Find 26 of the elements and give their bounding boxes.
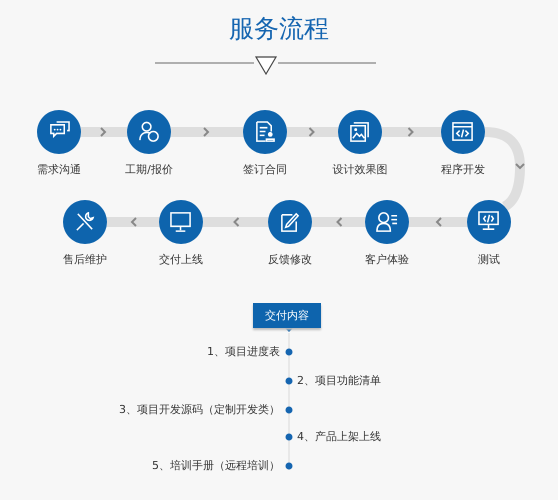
step-label: 工期/报价 bbox=[124, 162, 174, 177]
list-item: 2、项目功能清单 bbox=[297, 373, 381, 388]
step-label: 反馈修改 bbox=[267, 252, 313, 267]
step-label: 设计效果图 bbox=[332, 162, 388, 177]
flow-arrow bbox=[171, 127, 243, 137]
step-label: 测试 bbox=[477, 252, 501, 267]
flow-arrow bbox=[107, 217, 159, 227]
list-item: 3、项目开发源码（定制开发类） bbox=[119, 402, 280, 417]
step-label: 程序开发 bbox=[440, 162, 486, 177]
flow-arrow bbox=[287, 127, 338, 137]
step-label: 客户体验 bbox=[364, 252, 410, 267]
flow-arrow bbox=[409, 217, 467, 227]
flow-arrow bbox=[382, 127, 441, 137]
flow-arrow bbox=[81, 127, 127, 137]
list-item: 4、产品上架上线 bbox=[297, 429, 381, 444]
step-label: 签订合同 bbox=[242, 162, 288, 177]
title: 服务流程 bbox=[228, 13, 330, 45]
list-item: 5、培训手册（远程培训） bbox=[152, 458, 280, 473]
flow-arrow bbox=[203, 217, 268, 227]
flow-arrow bbox=[312, 217, 365, 227]
flow-arrow bbox=[484, 127, 525, 211]
step-label: 售后维护 bbox=[62, 252, 108, 267]
section-tab: 交付内容 bbox=[253, 303, 321, 328]
list-item: 1、项目进度表 bbox=[207, 344, 280, 359]
step-label: 需求沟通 bbox=[36, 162, 82, 177]
step-label: 交付上线 bbox=[158, 252, 204, 267]
